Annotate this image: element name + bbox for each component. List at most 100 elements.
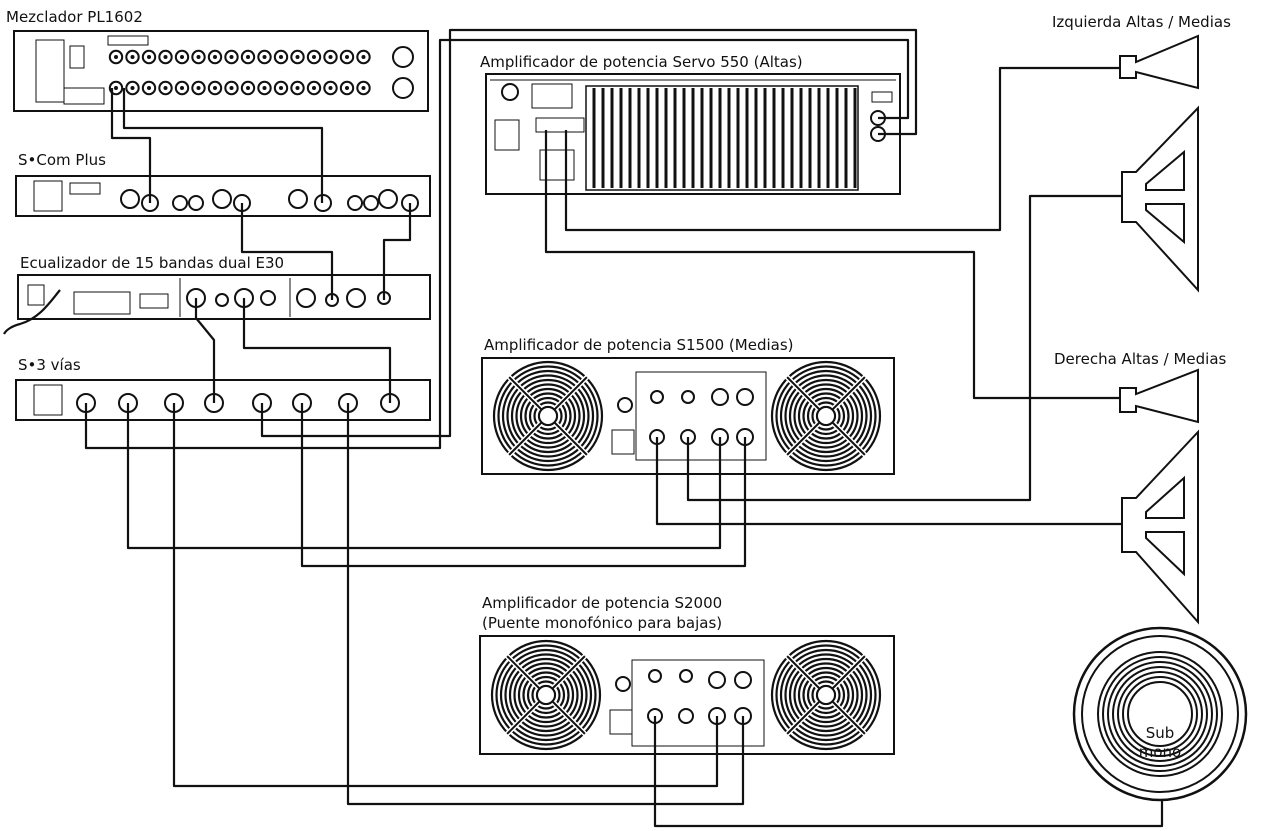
mixer-jack-center [246,86,250,90]
mixer-jack-center [229,55,234,59]
mixer-jack-row-bottom [108,80,371,96]
left-mid-speaker-cone-upper [1145,149,1185,191]
cable-servo550-to-left-horn [564,66,1120,232]
subwoofer-speaker [1072,626,1248,802]
mixer-fuse [63,87,105,105]
fan-grill-ring [793,662,859,728]
mixer-jack-center [147,86,151,90]
left-mid-speaker-cone-lower [1145,203,1185,245]
fan-grill-ring [775,365,877,467]
amp-high-label: Amplificador de potencia Servo 550 (Alta… [480,53,803,71]
mixer-unit: Mezclador PL1602 [6,8,429,112]
amp-high-unit: Amplificador de potencia Servo 550 (Alta… [480,53,901,195]
fan-grill-ring [515,383,581,449]
crossover-unit: S•3 vías [15,356,431,421]
subwoofer-group: Sub mono [1072,626,1248,802]
fan-grill-ring [497,365,599,467]
scom-jack [347,195,363,211]
sub-cone-ring [1107,661,1213,767]
fan-grill-ring [517,666,575,724]
amp-sub-output-jack [678,708,694,724]
mixer-jack-center [361,55,366,59]
subwoofer-label-line2: mono [1139,743,1181,761]
amp-high-heatsink [585,85,859,191]
cable-scom-to-eq-right [382,203,412,300]
crossover-power-inlet [33,384,63,416]
mixer-label: Mezclador PL1602 [6,8,143,26]
mixer-panel [13,30,429,112]
amp-high-switch [871,91,893,103]
mixer-jack-center [312,55,316,59]
mixer-jack-center [246,55,250,59]
mixer-jack-center [213,55,217,59]
cable-mixer-to-scom-left [110,88,152,203]
sub-cone-ring [1112,666,1208,762]
fan-grill-ring [504,653,588,737]
amp-mid-unit: Amplificador de potencia S1500 (Medias) [481,336,895,475]
subwoofer-label-line1: Sub [1146,724,1175,742]
mixer-jack-center [163,86,168,90]
amp-high-label-plate [531,83,573,109]
fan-grill-ring [533,401,563,431]
amp-mid-io-panel [635,371,767,461]
mixer-power-switch [69,45,85,69]
amp-sub-label-line2: (Puente monofónico para bajas) [482,614,722,632]
fan-grill-ring [788,657,864,733]
mixer-jack-center [279,55,283,59]
cable-s1500-to-right-mid [655,437,1122,526]
amp-mid-output-jack [650,390,664,404]
cable-crossover-to-s2000-b [346,403,745,806]
crossover-label: S•3 vías [18,356,81,374]
fan-hub [536,685,556,705]
mixer-jack-center [328,55,333,59]
fan-grill-ring [784,653,868,737]
mixer-jack-center [130,86,135,90]
cable-runs [84,28,1164,828]
amp-sub-fan-right [770,639,882,751]
mixer-xlr-top [392,46,414,68]
sub-cone-ring [1097,651,1223,777]
amp-mid-input-jack [711,388,729,406]
eq-power-cord [3,289,61,335]
cable-crossover-to-servo550-right [260,28,918,438]
cable-eq-to-crossover-right [242,298,392,403]
cable-eq-to-crossover-left [194,298,216,403]
mixer-jack-center [180,86,184,90]
eq-jack [296,288,316,308]
right-mid-speaker-cone-upper [1145,475,1185,519]
mixer-jack-center [196,55,201,59]
eq-label: Ecualizador de 15 bandas dual E30 [20,254,284,272]
amp-mid-fan-left [492,360,604,472]
mixer-jack-center [213,86,217,90]
right-mid-speaker [1121,429,1199,625]
fan-grill-ring [784,374,868,458]
scom-jack [288,189,308,209]
cable-crossover-to-s1500-right [300,403,747,568]
mixer-jack-center [196,86,201,90]
eq-jack [346,288,366,308]
cable-crossover-to-s1500-left [126,403,722,550]
fan-grill-ring [499,648,593,742]
mixer-jack-center [345,55,349,59]
left-horn-tweeter [1119,34,1199,90]
fan-grill-ring [806,396,846,436]
fan-hub [816,685,836,705]
amp-high-knob [501,83,519,101]
amp-sub-output-jack [648,669,662,683]
sub-cone-ring [1102,656,1218,772]
mixer-jack-center [180,55,184,59]
cable-crossover-to-servo550-left [84,38,910,450]
fan-grill-ring [779,648,873,742]
fan-hub [816,406,836,426]
fan-grill-ring [775,644,877,746]
eq-label-plate [139,293,169,309]
mixer-strip [107,35,149,46]
fan-grill-ring [526,675,566,715]
scom-jack [120,189,140,209]
fan-grill-ring [802,671,850,719]
amp-mid-fan-right [770,360,882,472]
fan-grill-ring [806,675,846,715]
left-mid-speaker [1121,105,1199,293]
amp-sub-breaker [615,676,631,692]
cable-s2000-to-sub [653,716,1164,828]
